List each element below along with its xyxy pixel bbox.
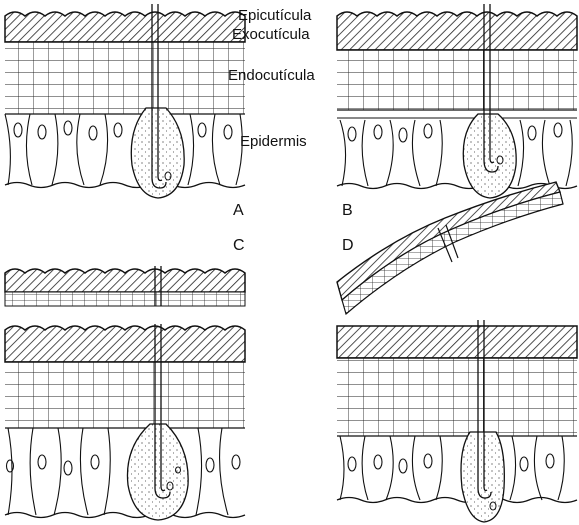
panel-a-epicuticle — [5, 12, 245, 42]
label-endocuticula: Endocutícula — [228, 67, 315, 84]
panel-b-epicuticle — [337, 12, 577, 50]
panel-letter-c: C — [233, 237, 245, 254]
panel-c-trichogen-cell — [127, 424, 188, 520]
panel-c-basement-membrane — [5, 513, 245, 518]
panel-c-epidermis — [7, 428, 241, 515]
panel-c-old-cuticle — [5, 269, 245, 292]
panel-letter-b: B — [342, 202, 353, 219]
panel-letter-d: D — [342, 237, 354, 254]
panel-b-endocuticle — [337, 50, 577, 110]
panel-d-trichogen-cell — [461, 432, 504, 522]
panel-a-basement-membrane — [5, 183, 245, 188]
label-epicuticula: Epicutícula — [238, 7, 312, 24]
panel-d-endocuticle — [337, 358, 577, 436]
panel-c — [5, 266, 245, 520]
panel-c-new-cuticle — [5, 326, 245, 362]
panel-b-epidermis — [340, 120, 572, 186]
panel-d — [337, 182, 577, 522]
panel-a-epidermis — [5, 114, 242, 185]
label-epidermis: Epidermis — [240, 133, 307, 150]
panel-d-epidermis — [340, 436, 564, 500]
panel-a-endocuticle — [5, 42, 245, 114]
panel-d-epicuticle — [337, 326, 577, 358]
panel-c-endocuticle — [5, 362, 245, 428]
panel-b — [337, 4, 577, 198]
panel-letter-a: A — [233, 202, 244, 219]
panel-d-exuvia-endo — [342, 192, 563, 314]
panel-a — [5, 4, 245, 198]
label-exocuticula: Exocutícula — [232, 26, 310, 43]
